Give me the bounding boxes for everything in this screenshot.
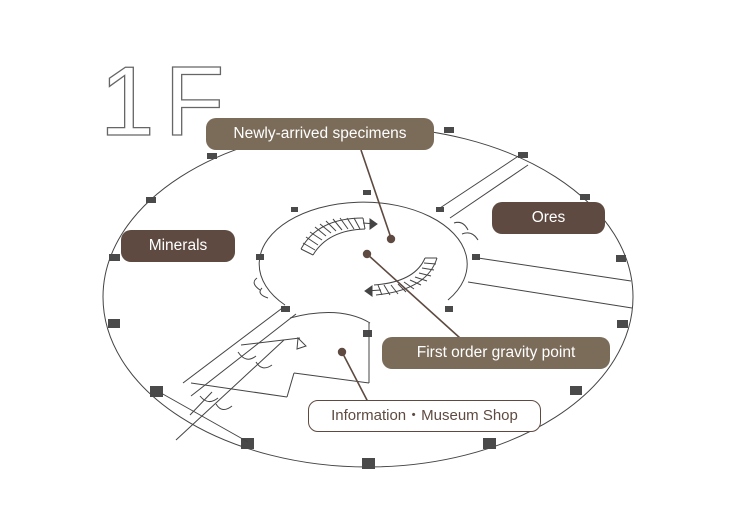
entrance-marker-icon	[296, 336, 307, 350]
pillar	[444, 127, 454, 133]
pillar	[518, 152, 528, 158]
pillar	[291, 207, 298, 212]
location-markers	[337, 234, 396, 357]
pillar	[616, 255, 626, 262]
pillar	[109, 254, 120, 261]
pillar	[363, 190, 371, 195]
pillar	[617, 320, 628, 328]
pillar	[445, 306, 453, 312]
label-ores[interactable]: Ores	[492, 202, 605, 234]
staircase-upper	[300, 217, 378, 256]
label-first-order-gravity-point[interactable]: First order gravity point	[382, 337, 610, 369]
marker-gravity-point	[362, 249, 372, 259]
label-newly-arrived-specimens[interactable]: Newly-arrived specimens	[206, 118, 434, 150]
pillar	[207, 153, 217, 159]
pillar	[108, 319, 120, 328]
floor-number-heading: 1F	[99, 46, 235, 156]
inner-room-wall	[258, 201, 468, 306]
pillar	[570, 386, 582, 395]
pillar	[146, 197, 156, 203]
label-information-museum-shop[interactable]: Information・Museum Shop	[308, 400, 541, 432]
label-minerals[interactable]: Minerals	[121, 230, 235, 262]
marker-newly-arrived	[386, 234, 396, 244]
pillar	[472, 254, 480, 260]
marker-info-shop	[337, 347, 347, 357]
pillar	[150, 386, 163, 397]
inner-pillars	[256, 190, 480, 337]
pillar	[256, 254, 264, 260]
leader-newly-arrived	[360, 149, 392, 239]
door-arcs	[199, 221, 479, 410]
pillar	[362, 458, 375, 469]
leader-lines	[341, 149, 461, 403]
pillar	[241, 438, 254, 449]
outer-pillars	[108, 127, 628, 469]
leader-info-shop	[341, 351, 369, 403]
pillar	[580, 194, 590, 200]
pillar	[363, 330, 372, 337]
pillar	[281, 306, 290, 312]
partition-walls	[160, 154, 633, 443]
leader-gravity-point	[366, 253, 461, 339]
pillar	[483, 438, 496, 449]
staircase-lower	[364, 257, 438, 297]
pillar	[436, 207, 444, 212]
